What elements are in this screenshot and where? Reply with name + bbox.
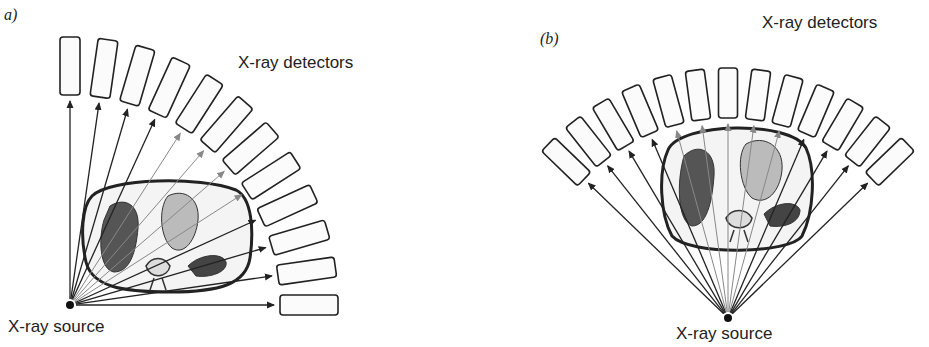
- detector-element: [269, 220, 330, 256]
- x-ray-beam: [730, 139, 803, 312]
- x-ray-beam: [73, 133, 180, 300]
- x-ray-beam: [588, 183, 723, 314]
- torso-cross-section-a: [83, 181, 252, 292]
- x-ray-beam: [728, 124, 729, 312]
- detector-element: [719, 68, 738, 118]
- x-ray-beam: [629, 151, 725, 313]
- part-label: X-ray source: [8, 318, 104, 337]
- detector-element: [772, 74, 804, 127]
- source-dot: [724, 314, 732, 322]
- detector-element: [120, 45, 156, 106]
- detector-element: [622, 84, 659, 137]
- x-ray-beam: [76, 248, 266, 304]
- detector-element: [685, 69, 711, 121]
- detector-element: [90, 38, 118, 98]
- detector-element: [276, 257, 336, 285]
- x-ray-beam: [71, 103, 99, 299]
- panel-tag: a): [4, 6, 17, 24]
- detector-element: [865, 138, 914, 186]
- part-label: X-ray detectors: [762, 14, 877, 33]
- x-ray-beam: [732, 183, 867, 314]
- x-ray-beam: [69, 101, 70, 299]
- x-ray-beam: [652, 139, 725, 312]
- panel-tag: (b): [540, 30, 559, 48]
- torso-cross-section-b: [662, 128, 813, 250]
- detector-element: [745, 69, 771, 121]
- x-ray-beam: [76, 304, 274, 305]
- detector-array: [60, 37, 914, 315]
- x-ray-beam: [702, 126, 727, 312]
- x-ray-beam: [677, 131, 727, 312]
- part-label: X-ray source: [676, 325, 772, 344]
- x-ray-beam: [732, 166, 849, 313]
- x-ray-beam: [75, 195, 242, 302]
- detector-element: [653, 74, 685, 127]
- x-ray-beam: [76, 276, 272, 304]
- x-ray-beam: [729, 126, 754, 312]
- x-ray-beam: [74, 151, 204, 301]
- x-ray-beam: [75, 220, 255, 302]
- source-dot: [66, 301, 74, 309]
- detector-element: [280, 295, 338, 315]
- part-label: X-ray detectors: [238, 54, 353, 73]
- detector-element: [257, 185, 318, 227]
- x-ray-beam: [731, 151, 827, 313]
- detector-element: [60, 37, 80, 95]
